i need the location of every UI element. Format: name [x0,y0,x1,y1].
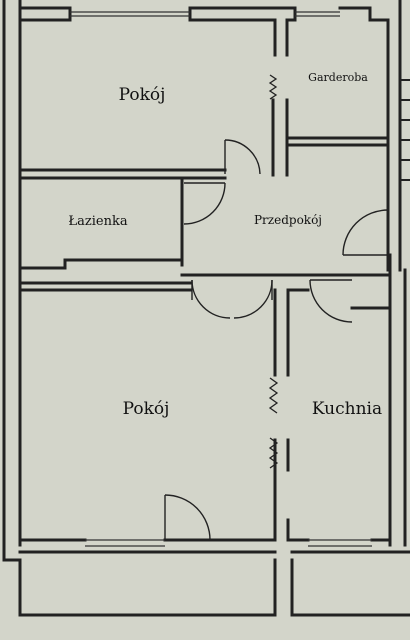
room-label-przedpokoj: Przedpokój [254,213,322,227]
room-label-pokoj-top: Pokój [119,85,166,105]
room-label-garderoba: Garderoba [308,71,368,84]
room-label-lazienka: Łazienka [68,214,127,229]
room-label-pokoj-bottom: Pokój [123,399,170,419]
room-label-kuchnia: Kuchnia [312,399,382,419]
right-wall-ticks [400,79,410,181]
doors [164,139,389,541]
sliding-partitions [268,74,279,469]
walls [2,0,410,617]
windows [70,11,372,547]
